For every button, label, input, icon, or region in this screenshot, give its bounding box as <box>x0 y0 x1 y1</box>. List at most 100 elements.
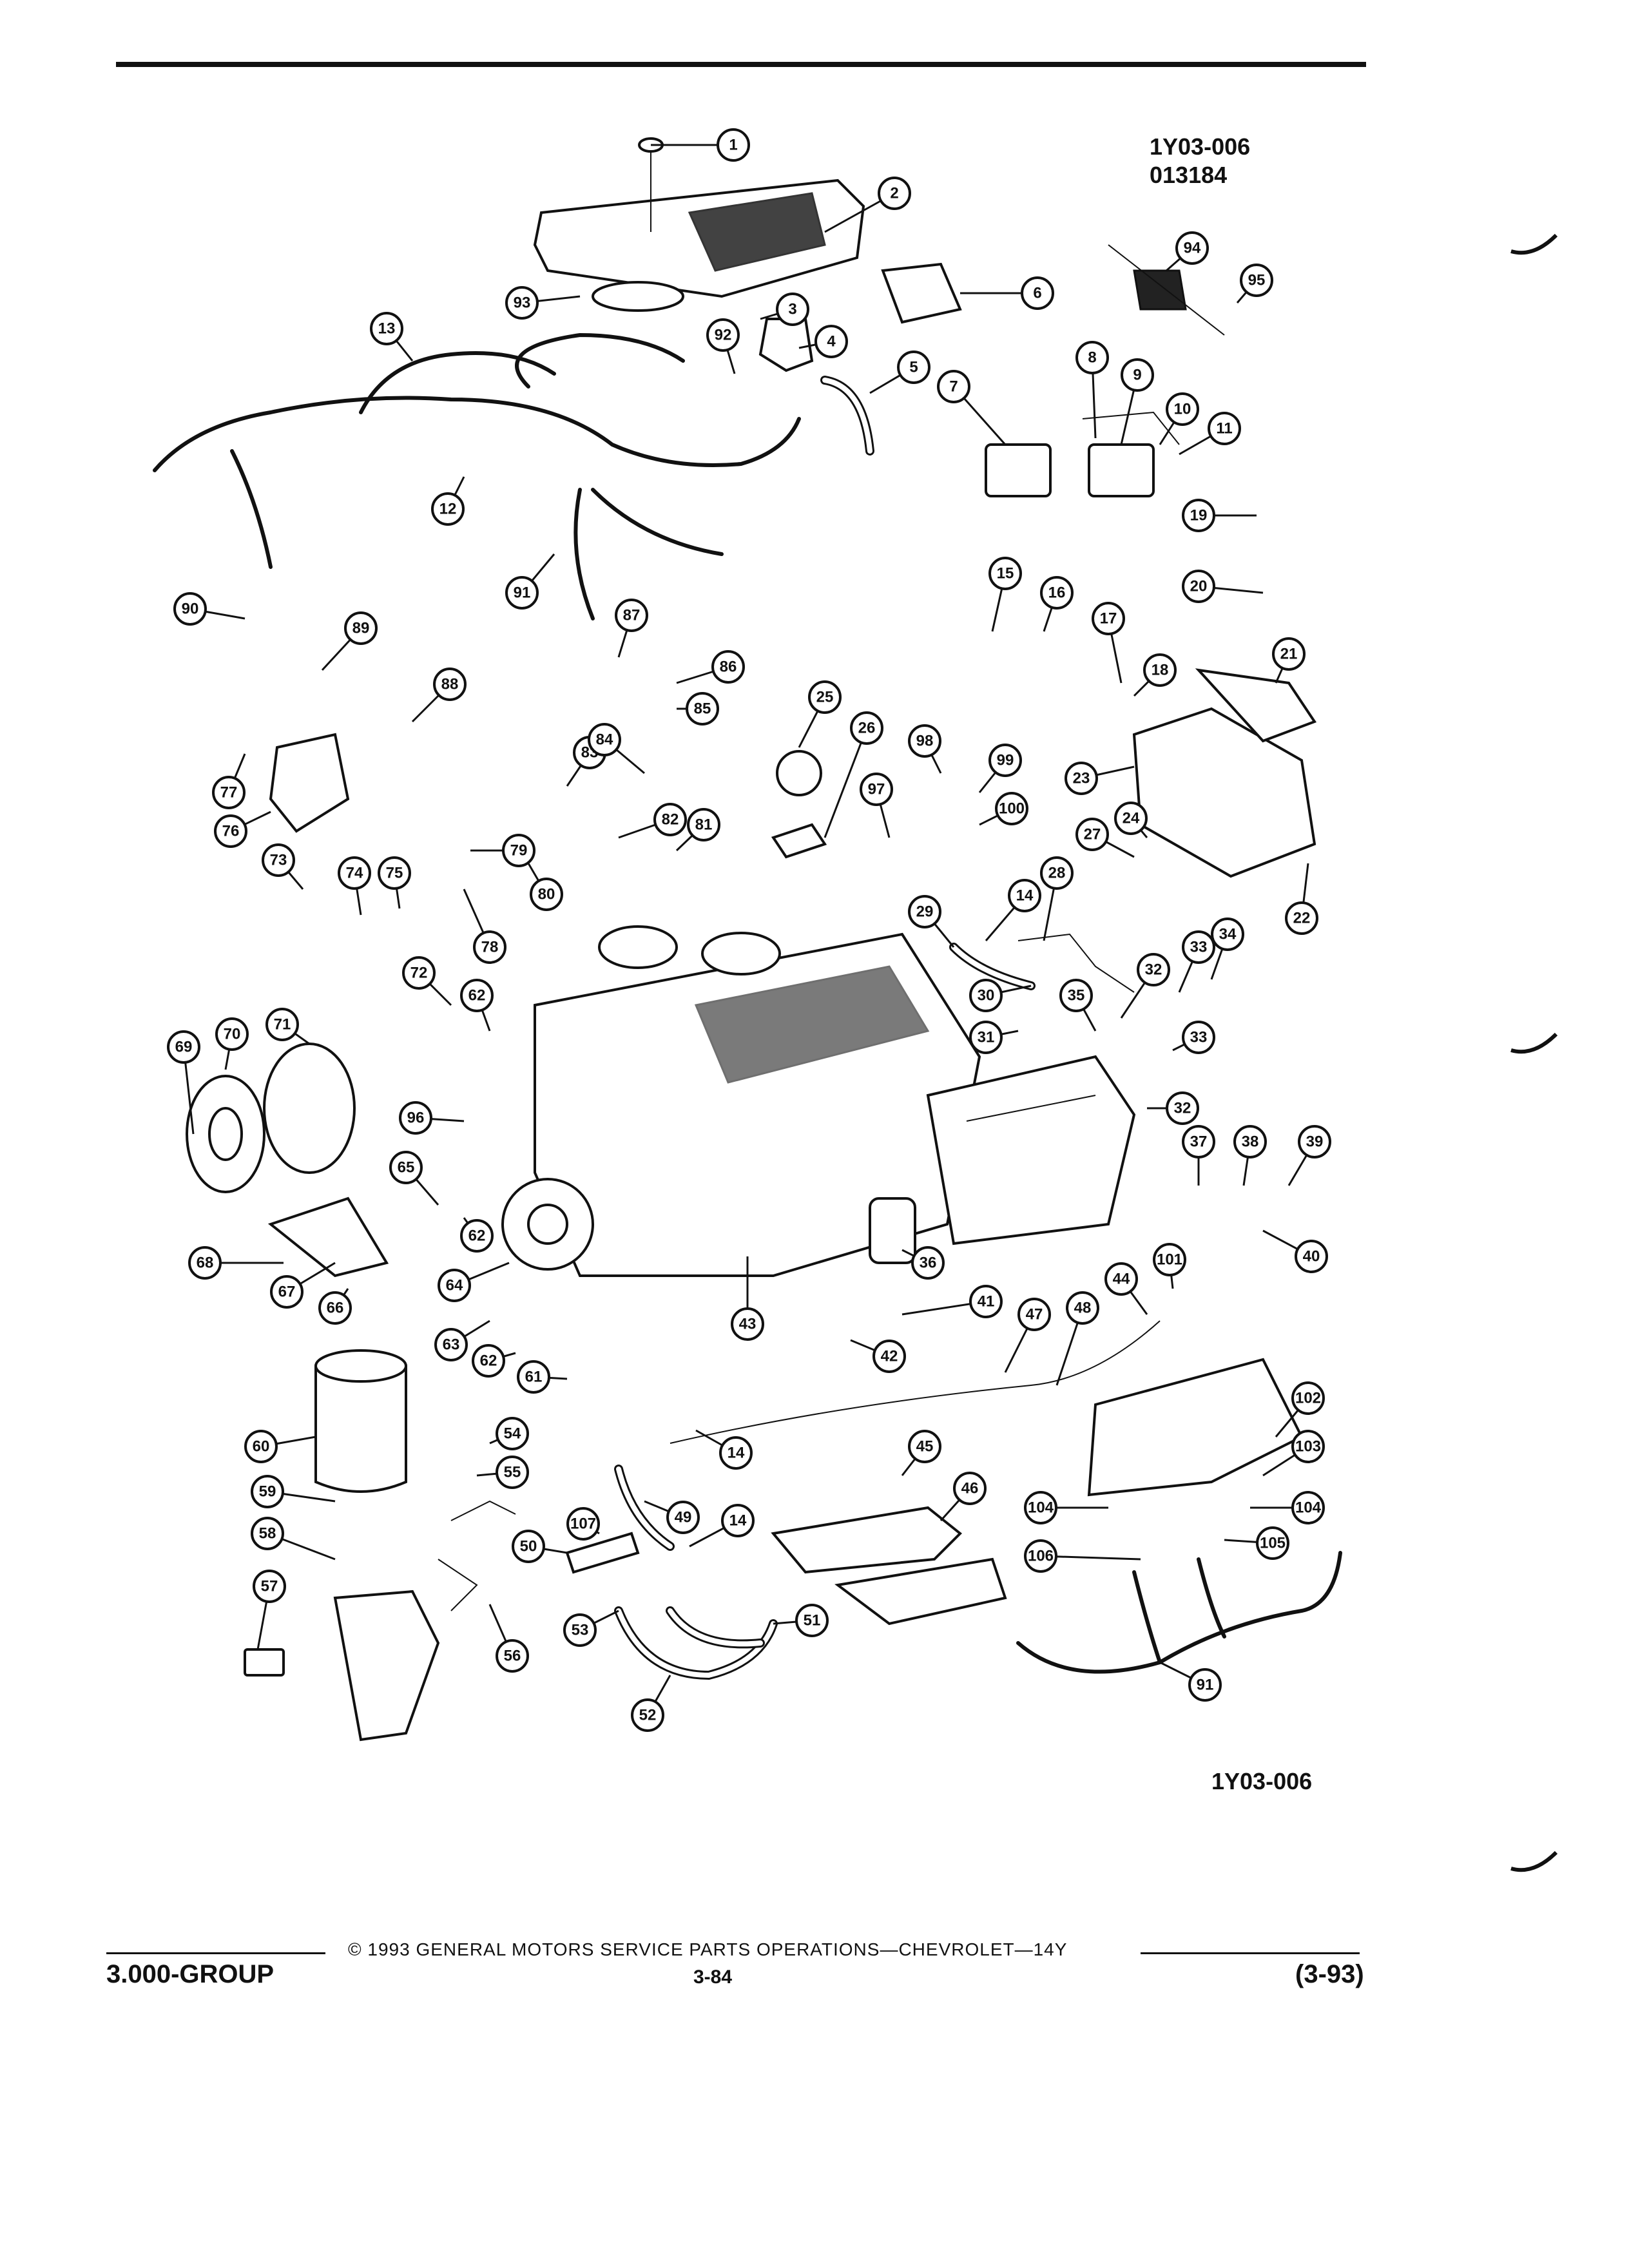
callout-number: 73 <box>270 852 287 869</box>
callout-92: 92 <box>706 318 740 374</box>
callout-107: 107 <box>566 1507 600 1541</box>
callout-52: 52 <box>631 1675 671 1732</box>
callout-number: 62 <box>468 987 486 1004</box>
callout-26: 26 <box>824 711 883 838</box>
callout-33: 33 <box>1178 930 1215 993</box>
reference-code: 1Y03-006 013184 <box>1150 133 1250 189</box>
callout-circle <box>512 1530 545 1563</box>
callout-29: 29 <box>908 895 955 948</box>
callout-circle <box>776 293 809 326</box>
callout-number: 105 <box>1260 1535 1286 1552</box>
callout-101: 101 <box>1153 1243 1186 1289</box>
callout-61: 61 <box>517 1360 568 1394</box>
binder-mark <box>1510 1032 1558 1054</box>
callout-number: 66 <box>327 1300 344 1317</box>
callout-circle <box>878 177 911 210</box>
callout-47: 47 <box>1004 1298 1051 1373</box>
callout-number: 26 <box>858 720 876 737</box>
callout-circle <box>338 856 371 890</box>
callout-circle <box>911 1246 945 1280</box>
catalog-number: 013184 <box>1150 162 1228 188</box>
callout-63: 63 <box>434 1320 490 1361</box>
callout-number: 104 <box>1028 1499 1054 1517</box>
callout-102: 102 <box>1275 1381 1325 1437</box>
callout-number: 64 <box>446 1277 463 1294</box>
callout-number: 4 <box>827 333 836 351</box>
callout-number: 79 <box>510 842 528 860</box>
callout-number: 68 <box>197 1254 214 1272</box>
callout-circle <box>719 1436 753 1470</box>
callout-circle <box>721 1504 755 1537</box>
callout-number: 7 <box>949 378 958 396</box>
callout-91: 91 <box>1159 1661 1222 1702</box>
callout-74: 74 <box>338 856 371 916</box>
callout-34: 34 <box>1210 918 1244 980</box>
callout-number: 62 <box>468 1227 486 1245</box>
callout-18: 18 <box>1133 653 1177 697</box>
callout-32: 32 <box>1147 1091 1199 1125</box>
callout-67: 67 <box>270 1262 336 1309</box>
callout-78: 78 <box>463 889 506 964</box>
callout-circle <box>686 692 719 726</box>
callout-number: 20 <box>1190 578 1208 595</box>
callout-number: 91 <box>514 584 531 602</box>
callout-38: 38 <box>1233 1125 1267 1186</box>
callout-62: 62 <box>472 1344 516 1378</box>
callout-number: 17 <box>1100 610 1117 628</box>
callout-71: 71 <box>265 1008 310 1045</box>
callout-number: 37 <box>1190 1133 1208 1151</box>
figure-caption: 1Y03-006 <box>1211 1768 1313 1794</box>
binder-mark <box>1510 1850 1558 1872</box>
callout-80: 80 <box>527 863 563 911</box>
callout-91: 91 <box>505 553 555 610</box>
callout-circle <box>473 930 506 964</box>
callout-circle <box>1065 762 1098 795</box>
callout-number: 35 <box>1068 987 1085 1004</box>
callout-circle <box>1256 1526 1289 1560</box>
callout-10: 10 <box>1159 392 1199 445</box>
callout-circle <box>937 370 970 403</box>
callout-97: 97 <box>860 773 893 838</box>
callout-number: 41 <box>978 1293 995 1311</box>
callout-number: 99 <box>997 752 1014 769</box>
callout-circle <box>1166 392 1199 426</box>
callout-number: 46 <box>961 1480 979 1497</box>
callout-circle <box>502 834 535 867</box>
callout-number: 12 <box>439 501 457 518</box>
top-rule <box>116 62 1366 67</box>
callout-number: 56 <box>504 1648 521 1665</box>
illustration-number: 1Y03-006 <box>1150 133 1251 160</box>
callout-circle <box>706 318 740 352</box>
callout-circle <box>1291 1491 1325 1524</box>
callout-circle <box>1285 901 1318 935</box>
callout-84: 84 <box>588 723 645 774</box>
callout-51: 51 <box>773 1604 829 1637</box>
callout-number: 100 <box>999 800 1025 818</box>
callout-circle <box>1298 1125 1331 1158</box>
callout-circle <box>1024 1491 1057 1524</box>
callout-circle <box>1066 1291 1099 1325</box>
callout-number: 58 <box>259 1525 276 1542</box>
callout-number: 43 <box>739 1316 757 1333</box>
callout-40: 40 <box>1262 1229 1328 1273</box>
callout-66: 66 <box>318 1288 352 1325</box>
callout-circle <box>1272 637 1306 671</box>
callout-28: 28 <box>1040 856 1074 941</box>
callout-number: 101 <box>1157 1251 1182 1269</box>
callout-58: 58 <box>251 1517 336 1561</box>
callout-104: 104 <box>1250 1491 1325 1524</box>
callout-number: 72 <box>410 965 428 982</box>
callout-circle <box>253 1570 286 1603</box>
callout-circle <box>214 814 247 848</box>
callout-number: 93 <box>514 294 531 312</box>
callout-circle <box>908 724 941 758</box>
callout-circle <box>731 1307 764 1341</box>
parts-illustration <box>153 137 1342 1742</box>
callout-number: 22 <box>1293 910 1311 927</box>
callout-number: 24 <box>1123 810 1140 827</box>
copyright-notice: © 1993 GENERAL MOTORS SERVICE PARTS OPER… <box>348 1939 1068 1959</box>
callout-number: 104 <box>1295 1499 1322 1517</box>
callout-number: 33 <box>1190 1029 1208 1046</box>
callout-circle <box>318 1291 352 1325</box>
